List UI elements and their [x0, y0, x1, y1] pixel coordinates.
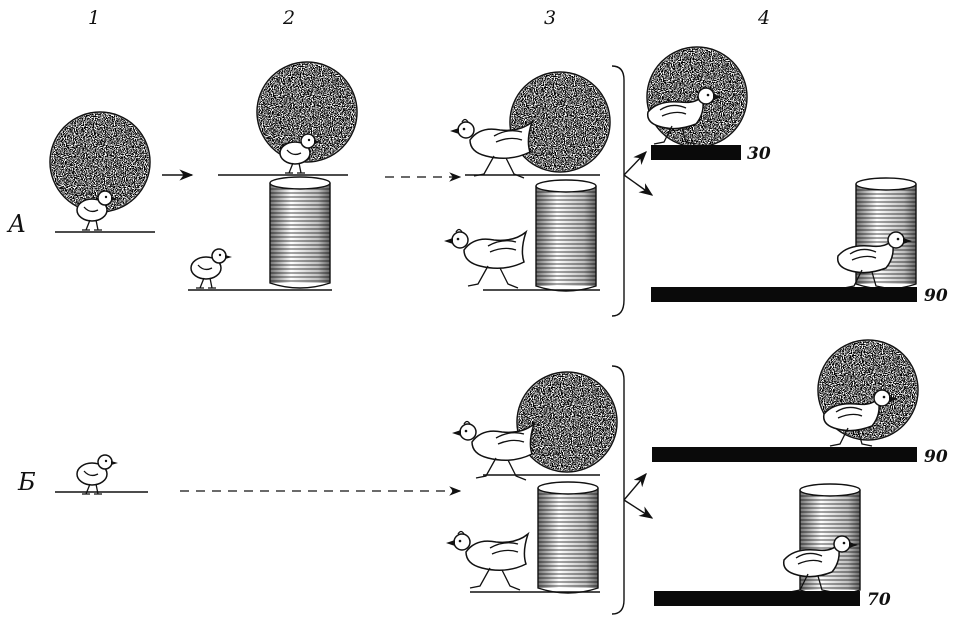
bracket: [611, 65, 625, 317]
cylinder-icon: [269, 176, 331, 289]
arrow: [623, 174, 654, 196]
arrow: [623, 499, 654, 519]
cylinder-icon: [537, 481, 599, 594]
chicken-icon: [445, 530, 529, 591]
cylinder-icon: [535, 179, 597, 292]
column-label-3: 3: [544, 7, 556, 29]
cylinder-icon: [799, 483, 861, 596]
bracket: [611, 365, 625, 615]
chicken-icon: [449, 118, 533, 179]
row-a-stage1-scene: [50, 112, 155, 233]
row-b-stage3-scene: [445, 372, 617, 594]
result-value-ball: 30: [747, 144, 771, 164]
row-b-stage1-scene: [55, 454, 148, 495]
arrow: [623, 150, 647, 176]
preference-bar-ball: [652, 447, 917, 462]
row-label-a: А: [6, 210, 26, 238]
row-label-b: Б: [17, 468, 36, 496]
column-label-2: 2: [282, 7, 295, 29]
result-value-cylinder: 70: [867, 590, 891, 610]
chick-icon: [190, 248, 233, 289]
row-a-stage4-scene: 30 90: [647, 47, 948, 306]
chicken-icon: [443, 228, 527, 289]
result-value-ball: 90: [924, 447, 948, 467]
result-value-cylinder: 90: [924, 286, 948, 306]
chick-icon: [76, 454, 119, 495]
row-a-stage3-scene: [443, 72, 610, 292]
preference-bar-cylinder: [651, 287, 917, 302]
chicken-icon: [451, 420, 535, 481]
preference-bar-cylinder: [654, 591, 860, 606]
column-label-4: 4: [757, 7, 770, 29]
row-b-stage4-scene: 90 70: [652, 340, 948, 610]
preference-bar-ball: [651, 145, 741, 160]
ball-icon: [510, 72, 610, 172]
arrow: [623, 472, 647, 501]
ball-icon: [647, 47, 747, 147]
ball-icon: [517, 372, 617, 472]
column-label-1: 1: [88, 7, 100, 29]
row-a-stage2-scene: [188, 62, 357, 291]
